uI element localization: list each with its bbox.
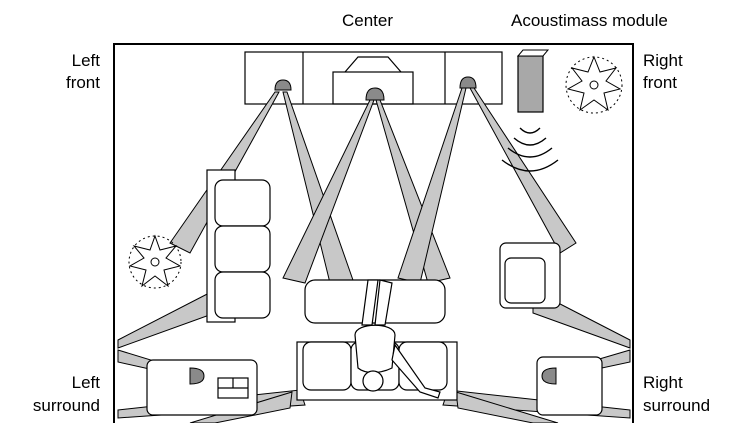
left-front-label-line1: Left (71, 51, 100, 70)
left-surround-beam-a (117, 289, 216, 349)
right-surround-speaker-icon (541, 367, 557, 385)
right-front-label-line1: Right (643, 51, 683, 70)
left-surround-label-line1: Left (71, 373, 100, 392)
right-surround-label-line2: surround (643, 396, 711, 415)
room-outline (113, 43, 634, 423)
left-front-label-line2: front (65, 73, 100, 92)
left-front-beam-b (282, 91, 355, 284)
left-surround-label-line2: surround (32, 396, 100, 415)
right-surround-beam-d (455, 391, 559, 423)
person-figure (354, 279, 441, 399)
speakers (189, 76, 557, 385)
center-label: Center (342, 11, 394, 30)
right-side-table (536, 356, 603, 416)
center-speaker-icon (365, 87, 385, 101)
left-sofa (206, 169, 271, 323)
left-side-table (146, 359, 258, 416)
acoustimass-module (501, 49, 559, 172)
right-armchair (499, 242, 561, 309)
right-front-label-line2: front (643, 73, 678, 92)
acoustimass-label: Acoustimass module (511, 11, 668, 30)
left-surround-speaker-icon (189, 367, 205, 385)
right-surround-label-line1: Right (643, 373, 683, 392)
left-front-speaker-icon (274, 79, 292, 91)
front-cabinet (244, 51, 503, 105)
right-front-speaker-icon (459, 76, 477, 89)
right-plant (565, 55, 623, 114)
left-plant (128, 234, 182, 289)
